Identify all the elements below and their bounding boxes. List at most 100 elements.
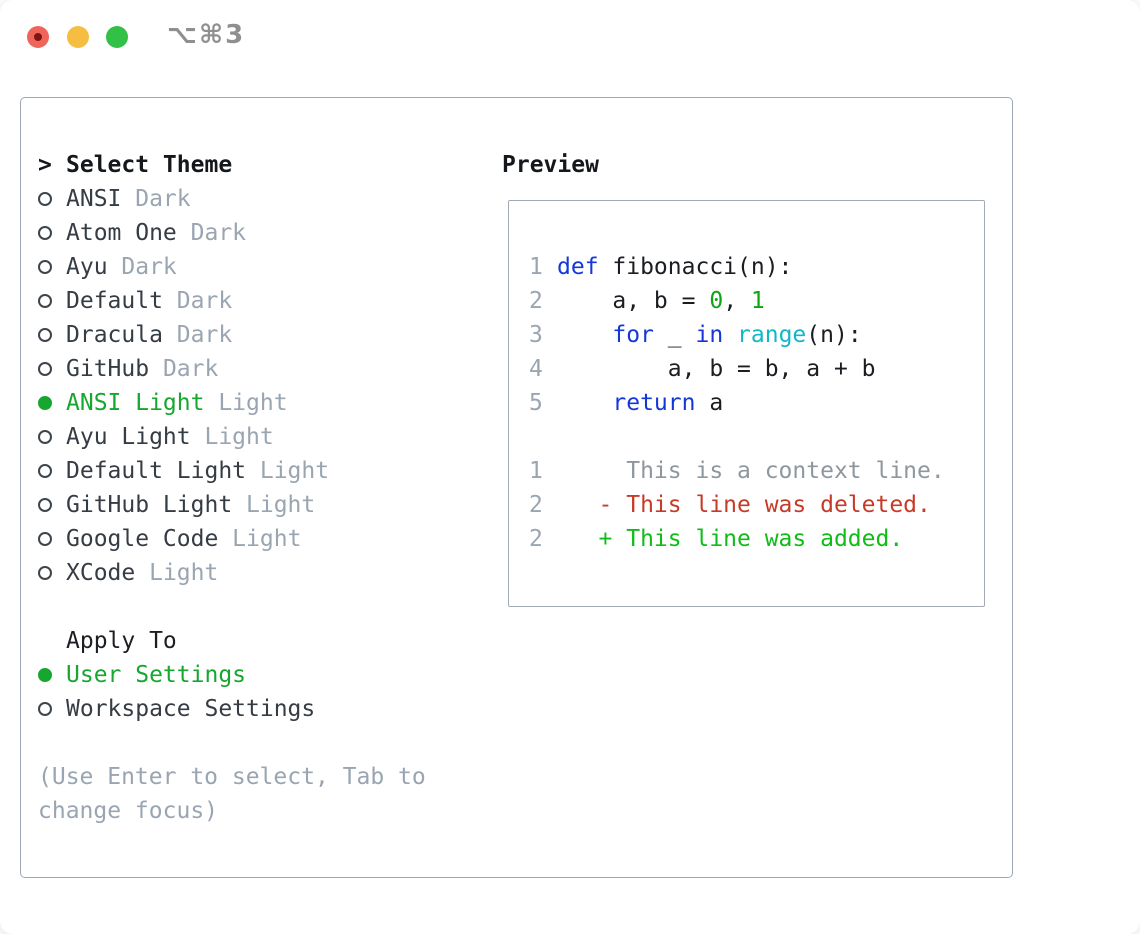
theme-option[interactable]: Default Light Light (38, 454, 478, 488)
help-text-line-2: change focus) (38, 798, 219, 824)
radio-unselected-icon (38, 192, 66, 206)
code-segment-keyword: return (612, 390, 696, 416)
theme-option[interactable]: GitHub Dark (38, 352, 478, 386)
zoom-button[interactable] (106, 26, 128, 48)
code-line: 5 return a (529, 386, 984, 420)
code-segment-plain: fibonacci(n): (598, 254, 793, 280)
code-segment-plain: , (723, 288, 751, 314)
line-number: 1 (529, 254, 543, 280)
help-text-line-1: (Use Enter to select, Tab to (38, 764, 426, 790)
preview-title: Preview (502, 152, 599, 178)
radio-unselected-icon (38, 328, 66, 342)
theme-option[interactable]: ANSI Dark (38, 182, 478, 216)
theme-option[interactable]: Atom One Dark (38, 216, 478, 250)
line-number: 3 (529, 322, 543, 348)
close-button[interactable] (27, 26, 49, 48)
theme-variant-label: Dark (149, 356, 219, 382)
theme-option[interactable]: Default Dark (38, 284, 478, 318)
theme-variant-label: Dark (107, 254, 177, 280)
code-segment-plain: a, b = b, a + b (557, 356, 876, 382)
theme-variant-label: Dark (162, 322, 233, 348)
titlebar: ⌥⌘3 (0, 0, 1140, 75)
apply-to-option[interactable]: User Settings (38, 658, 478, 692)
code-segment-context: This is a context line. (557, 458, 945, 484)
theme-picker-panel (20, 97, 1013, 878)
theme-option[interactable]: ANSI Light Light (38, 386, 478, 420)
radio-unselected-icon (38, 294, 66, 308)
code-segment-plain (557, 322, 612, 348)
code-segment-keyword: def (557, 254, 599, 280)
line-number: 2 (529, 526, 543, 552)
theme-name: Dracula (66, 322, 163, 348)
radio-unselected-icon (38, 362, 66, 376)
code-segment-plain: _ (653, 322, 696, 348)
radio-unselected-icon (38, 226, 66, 240)
theme-name: Atom One (66, 220, 177, 246)
code-line: 4 a, b = b, a + b (529, 352, 984, 386)
code-segment-builtin: range (737, 322, 807, 348)
theme-option[interactable]: Dracula Dark (38, 318, 478, 352)
theme-name: XCode (66, 560, 136, 586)
theme-name: ANSI Light (66, 390, 205, 416)
code-line: 2 a, b = 0, 1 (529, 284, 984, 318)
prompt-icon: > (38, 152, 52, 178)
keyboard-shortcut-label: ⌥⌘3 (167, 20, 246, 50)
theme-variant-label: Light (190, 424, 274, 450)
line-number: 2 (529, 492, 543, 518)
code-segment-literal: 0 (709, 288, 724, 314)
apply-to-title: Apply To (66, 628, 177, 654)
radio-selected-icon (38, 396, 66, 410)
theme-variant-label: Light (246, 458, 330, 484)
radio-unselected-icon (38, 702, 66, 716)
line-number: 5 (529, 390, 543, 416)
radio-unselected-icon (38, 430, 66, 444)
theme-list-header: > Select Theme (38, 148, 478, 182)
theme-name: Ayu (66, 254, 108, 280)
code-segment-literal: 1 (750, 288, 765, 314)
apply-to-option[interactable]: Workspace Settings (38, 692, 478, 726)
code-segment-added: + This line was added. (557, 526, 904, 552)
line-number: 2 (529, 288, 543, 314)
radio-unselected-icon (38, 260, 66, 274)
theme-variant-label: Light (135, 560, 219, 586)
theme-name: ANSI (66, 186, 122, 212)
radio-selected-icon (38, 668, 66, 682)
theme-option[interactable]: XCode Light (38, 556, 478, 590)
theme-option[interactable]: GitHub Light Light (38, 488, 478, 522)
theme-option[interactable]: Ayu Light Light (38, 420, 478, 454)
theme-option[interactable]: Google Code Light (38, 522, 478, 556)
theme-variant-label: Dark (121, 186, 191, 212)
theme-variant-label: Light (232, 492, 316, 518)
apply-to-header: Apply To (38, 624, 478, 658)
apply-to-label: User Settings (66, 662, 247, 688)
code-line: 1 This is a context line. (529, 454, 984, 488)
apply-to-label: Workspace Settings (66, 696, 316, 722)
code-segment-plain: a (695, 390, 724, 416)
theme-variant-label: Light (204, 390, 288, 416)
code-segment-plain: a, b = (557, 288, 710, 314)
theme-name: GitHub Light (66, 492, 233, 518)
radio-unselected-icon (38, 464, 66, 478)
code-segment-deleted: - This line was deleted. (557, 492, 931, 518)
code-line: 1 def fibonacci(n): (529, 250, 984, 284)
theme-list-title: Select Theme (66, 152, 233, 178)
code-line: 3 for _ in range(n): (529, 318, 984, 352)
theme-variant-label: Dark (176, 220, 247, 246)
theme-name: Google Code (66, 526, 219, 552)
theme-variant-label: Dark (162, 288, 233, 314)
minimize-button[interactable] (67, 26, 89, 48)
theme-name: Default Light (66, 458, 247, 484)
radio-unselected-icon (38, 566, 66, 580)
code-line: 2 + This line was added. (529, 522, 984, 556)
line-number: 1 (529, 458, 543, 484)
radio-unselected-icon (38, 532, 66, 546)
line-number: 4 (529, 356, 543, 382)
code-line: 2 - This line was deleted. (529, 488, 984, 522)
theme-option[interactable]: Ayu Dark (38, 250, 478, 284)
theme-name: Default (66, 288, 163, 314)
